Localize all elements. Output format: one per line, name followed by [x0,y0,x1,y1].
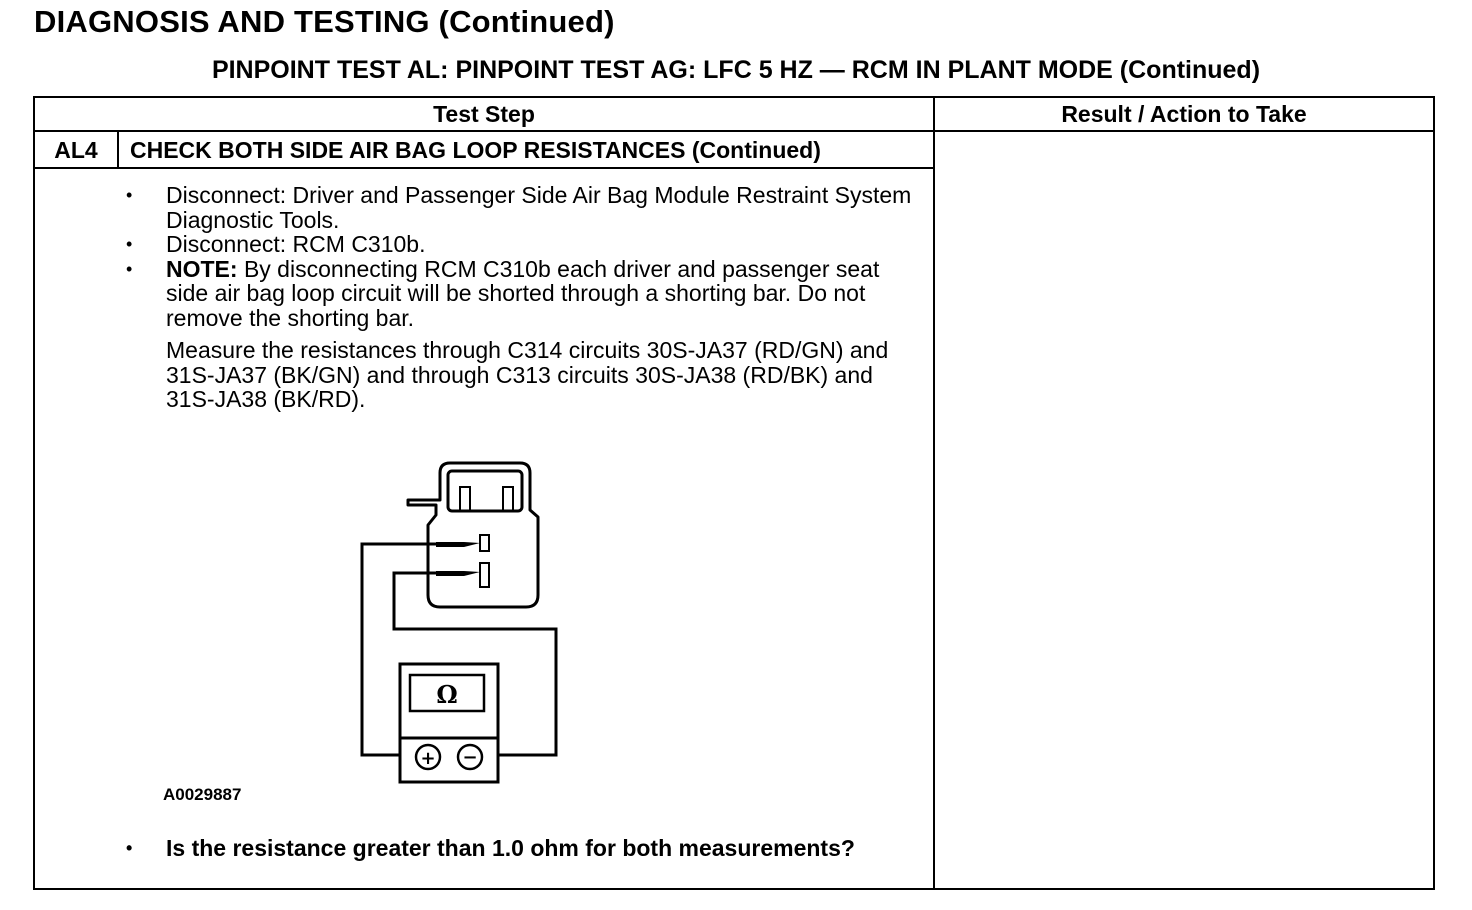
probe-tip-positive [436,542,480,547]
column-header-result-action: Result / Action to Take [1061,101,1307,127]
step-title: CHECK BOTH SIDE AIR BAG LOOP RESISTANCES… [130,137,821,163]
ohmmeter-connector-diagram: Ω + − [360,461,558,784]
test-table [33,96,1435,890]
instruction-text: Disconnect: Driver and Passenger Side Ai… [166,182,912,233]
test-lead-negative [392,571,558,757]
column-header-test-step: Test Step [433,101,535,127]
terminal-cavity-1 [479,534,490,552]
latch-slot-right [502,486,514,512]
figure-id: A0029887 [163,785,242,804]
test-lead-positive [360,542,440,757]
note-body: By disconnecting RCM C310b each driver a… [166,255,880,331]
terminal-cavity-2 [479,562,490,588]
note-text: NOTE: By disconnecting RCM C310b each dr… [166,255,924,331]
probe-tip-negative [436,571,480,576]
measure-instruction: Measure the resistances through C314 cir… [166,337,889,412]
list-item: • Disconnect: RCM C310b. [124,232,924,257]
connector-latch [446,469,524,513]
step-title-divider [33,167,935,169]
column-divider [933,96,935,890]
step-id: AL4 [54,137,98,163]
step-id-divider [117,130,119,169]
bullet-marker: • [126,234,133,254]
note-label: NOTE: [166,255,238,282]
instruction-list: • Disconnect: Driver and Passenger Side … [124,183,924,330]
header-divider [33,130,1435,132]
bullet-marker: • [126,258,133,279]
negative-jack-label: − [462,747,477,768]
pinpoint-test-title: PINPOINT TEST AL: PINPOINT TEST AG: LFC … [211,56,1261,84]
list-item: • NOTE: By disconnecting RCM C310b each … [124,255,924,331]
question-item: • Is the resistance greater than 1.0 ohm… [124,836,924,861]
connector-body [406,461,540,609]
bullet-marker: • [126,185,133,205]
instruction-text: Disconnect: RCM C310b. [166,231,426,257]
latch-slot-left [459,486,471,512]
negative-jack-icon [456,743,484,771]
positive-jack-label: + [420,748,435,769]
list-item: • Disconnect: Driver and Passenger Side … [124,183,924,232]
ohmmeter-display [408,673,486,713]
positive-jack-icon [414,743,442,771]
list-item: • Is the resistance greater than 1.0 ohm… [124,836,924,861]
ohm-symbol: Ω [436,680,457,709]
question-text: Is the resistance greater than 1.0 ohm f… [166,835,855,861]
bullet-marker: • [126,838,133,858]
page-title: DIAGNOSIS AND TESTING (Continued) [34,4,615,39]
